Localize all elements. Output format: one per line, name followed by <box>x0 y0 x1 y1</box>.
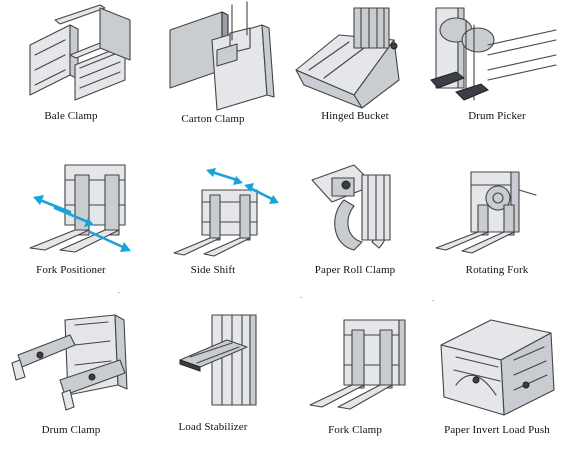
fork-clamp-illustration <box>309 319 406 410</box>
attachment-label: Side Shift <box>190 264 236 276</box>
drum-clamp-illustration <box>11 314 128 411</box>
fork-positioner-illustration <box>29 164 131 253</box>
attachment-label: Drum Clamp <box>41 424 101 436</box>
attachment-label: Drum Picker <box>468 110 526 122</box>
attachment-label: Fork Positioner <box>36 264 106 276</box>
attachment-hinged-bucket: Hinged Bucket <box>284 0 426 150</box>
attachment-label: Carton Clamp <box>181 113 245 125</box>
attachment-label: Paper Roll Clamp <box>314 264 396 276</box>
divider-speck <box>300 297 302 298</box>
attachment-fork-clamp: Fork Clamp <box>284 305 426 455</box>
attachment-drum-picker: Drum Picker <box>426 0 568 150</box>
attachment-label: Paper Invert Load Push <box>444 424 550 436</box>
attachment-fork-positioner: Fork Positioner <box>0 150 142 300</box>
attachment-side-shift: Side Shift <box>142 150 284 300</box>
load-stabilizer-illustration <box>179 314 257 406</box>
rotating-fork-illustration <box>435 171 537 254</box>
attachment-carton-clamp: Carton Clamp <box>142 0 284 150</box>
attachment-load-stabilizer: Load Stabilizer <box>142 305 284 455</box>
divider-speck <box>118 292 120 293</box>
side-shift-illustration <box>173 168 279 257</box>
carton-clamp-illustration <box>169 1 275 111</box>
hinged-bucket-illustration <box>295 7 400 109</box>
bale-clamp-illustration <box>29 4 131 101</box>
divider-speck <box>432 300 434 301</box>
attachment-rotating-fork: Rotating Fork <box>426 150 568 300</box>
attachment-bale-clamp: Bale Clamp <box>0 0 142 150</box>
attachment-paper-invert-load-push: Paper Invert Load Push <box>426 305 568 455</box>
attachment-drum-clamp: Drum Clamp <box>0 305 142 455</box>
paper-invert-load-push-illustration <box>440 319 555 416</box>
attachment-label: Load Stabilizer <box>178 421 248 433</box>
attachment-label: Bale Clamp <box>44 110 98 122</box>
attachment-label: Fork Clamp <box>328 424 382 436</box>
attachment-label: Rotating Fork <box>465 264 529 276</box>
attachment-label: Hinged Bucket <box>321 110 389 122</box>
paper-roll-clamp-illustration <box>311 164 391 251</box>
drum-picker-illustration <box>430 7 557 101</box>
attachment-paper-roll-clamp: Paper Roll Clamp <box>284 150 426 300</box>
